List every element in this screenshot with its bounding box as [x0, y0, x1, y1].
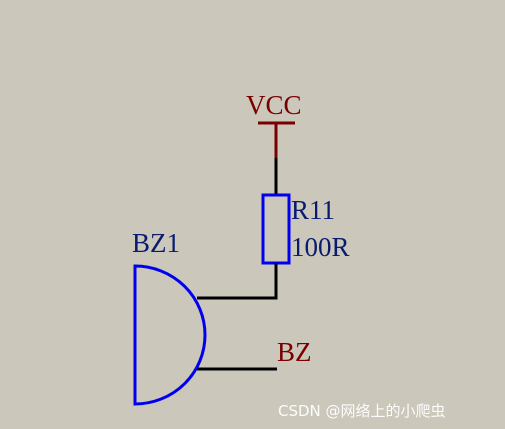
watermark-text: CSDN @网络上的小爬虫	[278, 402, 446, 420]
wire-r11-to-bz1	[197, 263, 278, 300]
resistor-ref-label: R11	[291, 195, 336, 225]
buzzer-ref-label: BZ1	[132, 228, 181, 258]
resistor-value-label: 100R	[291, 232, 350, 262]
vcc-net-label: VCC	[246, 90, 302, 120]
buzzer-bz1-symbol	[133, 264, 207, 406]
bz-net-label: BZ	[277, 337, 312, 367]
resistor-r11-body	[261, 193, 291, 265]
